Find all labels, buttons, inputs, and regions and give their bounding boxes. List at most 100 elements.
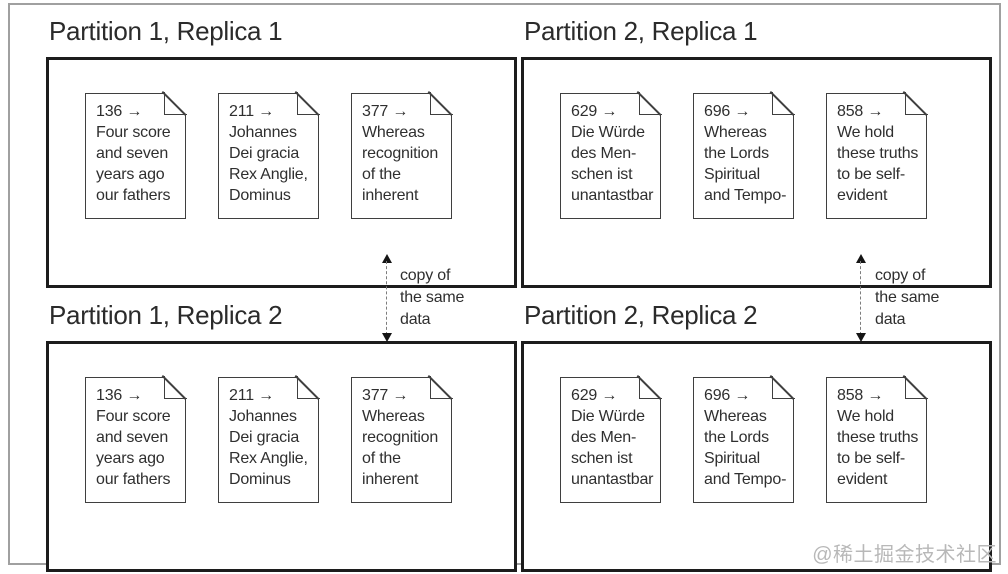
doc-text-line: evident (837, 471, 888, 488)
folded-corner-icon (638, 92, 662, 116)
copy-data-label-left: copy of the same data (400, 267, 465, 328)
doc-text-line: years ago (96, 450, 165, 467)
panel-title: Partition 1, Replica 2 (49, 300, 283, 330)
copy-data-label-right: copy of the same data (875, 267, 940, 328)
doc-text-line: Spiritual (704, 450, 761, 467)
document-629: 629 → Die Würde des Men-schen ist unantastb… (560, 92, 662, 219)
doc-text-line: these truths (837, 429, 919, 446)
doc-text-line: our fathers (96, 187, 171, 204)
folded-corner-icon (429, 92, 453, 116)
dashed-line (860, 261, 861, 335)
doc-text-line: Four score (96, 124, 171, 141)
doc-key-label: 696 → (704, 387, 751, 404)
doc-text-line: We hold (837, 124, 895, 141)
doc-text-line: Dei gracia (229, 145, 300, 162)
doc-text-line: of the (362, 450, 401, 467)
folded-corner-icon (771, 376, 795, 400)
doc-text-line: Die Würde (571, 124, 645, 141)
doc-text-line: to be self- (837, 166, 906, 183)
panel-partition-1-replica-2: Partition 1, Replica 2 136 → Four score an… (46, 300, 517, 572)
doc-text-line: recognition (362, 429, 439, 446)
doc-text-line: inherent (362, 471, 419, 488)
doc-key-label: 136 → (96, 387, 143, 404)
panel-box: 136 → Four score and seven years ago our fat… (46, 57, 517, 288)
doc-text-line: Johannes (229, 124, 297, 141)
doc-text-line: Whereas (704, 124, 767, 141)
doc-text-line: and Tempo- (704, 187, 787, 204)
panel-title: Partition 2, Replica 1 (524, 16, 758, 46)
doc-key-label: 696 → (704, 103, 751, 120)
doc-text-line: schen ist (571, 166, 633, 183)
doc-text-line: our fathers (96, 471, 171, 488)
doc-key-label: 136 → (96, 103, 143, 120)
replication-arrow-left (382, 254, 392, 342)
document-629: 629 → Die Würde des Men-schen ist unantastb… (560, 376, 662, 503)
folded-corner-icon (771, 92, 795, 116)
doc-text-line: unantastbar (571, 187, 654, 204)
doc-text-line: Rex Anglie, (229, 166, 308, 183)
doc-text-line: Four score (96, 408, 171, 425)
doc-text-line: unantastbar (571, 471, 654, 488)
folded-corner-icon (429, 376, 453, 400)
arrow-down-icon (856, 333, 866, 342)
doc-text-line: these truths (837, 145, 919, 162)
doc-text-line: the Lords (704, 429, 769, 446)
folded-corner-icon (296, 376, 320, 400)
dashed-line (386, 261, 387, 335)
arrow-down-icon (382, 333, 392, 342)
document-858: 858 → We hold these truths to be self-evide… (826, 92, 928, 219)
doc-text-line: Dominus (229, 187, 291, 204)
panel-box: 629 → Die Würde des Men-schen ist unantastb… (521, 341, 992, 572)
document-377: 377 → Whereas recognition of the inherent (351, 92, 453, 219)
doc-text-line: Whereas (704, 408, 767, 425)
doc-text-line: Spiritual (704, 166, 761, 183)
doc-text-line: recognition (362, 145, 439, 162)
doc-text-line: inherent (362, 187, 419, 204)
folded-corner-icon (904, 92, 928, 116)
document-136: 136 → Four score and seven years ago our fat… (85, 92, 187, 219)
arrow-up-icon (856, 254, 866, 263)
doc-text-line: des Men- (571, 429, 637, 446)
doc-key-label: 211 → (229, 387, 274, 404)
watermark: @稀土掘金技术社区 (812, 544, 997, 566)
folded-corner-icon (163, 376, 187, 400)
doc-text-line: Johannes (229, 408, 297, 425)
doc-key-label: 377 → (362, 387, 409, 404)
folded-corner-icon (904, 376, 928, 400)
folded-corner-icon (296, 92, 320, 116)
folded-corner-icon (638, 376, 662, 400)
folded-corner-icon (163, 92, 187, 116)
doc-key-label: 629 → (571, 103, 618, 120)
doc-text-line: to be self- (837, 450, 906, 467)
doc-text-line: of the (362, 166, 401, 183)
doc-text-line: years ago (96, 166, 165, 183)
doc-key-label: 858 → (837, 103, 884, 120)
doc-key-label: 377 → (362, 103, 409, 120)
doc-text-line: the Lords (704, 145, 769, 162)
doc-key-label: 629 → (571, 387, 618, 404)
doc-text-line: Die Würde (571, 408, 645, 425)
doc-text-line: schen ist (571, 450, 633, 467)
doc-text-line: Rex Anglie, (229, 450, 308, 467)
doc-text-line: Whereas (362, 408, 425, 425)
doc-key-label: 858 → (837, 387, 884, 404)
replication-arrow-right (856, 254, 866, 342)
arrow-up-icon (382, 254, 392, 263)
document-858: 858 → We hold these truths to be self-evide… (826, 376, 928, 503)
panel-partition-2-replica-1: Partition 2, Replica 1 629 → Die Würde des… (521, 16, 992, 288)
doc-text-line: Dei gracia (229, 429, 300, 446)
doc-text-line: des Men- (571, 145, 637, 162)
document-136: 136 → Four score and seven years ago our fat… (85, 376, 187, 503)
doc-text-line: Whereas (362, 124, 425, 141)
doc-text-line: evident (837, 187, 888, 204)
doc-text-line: We hold (837, 408, 895, 425)
doc-text-line: Dominus (229, 471, 291, 488)
doc-text-line: and seven (96, 429, 169, 446)
panel-box: 629 → Die Würde des Men-schen ist unantastb… (521, 57, 992, 288)
doc-text-line: and seven (96, 145, 169, 162)
